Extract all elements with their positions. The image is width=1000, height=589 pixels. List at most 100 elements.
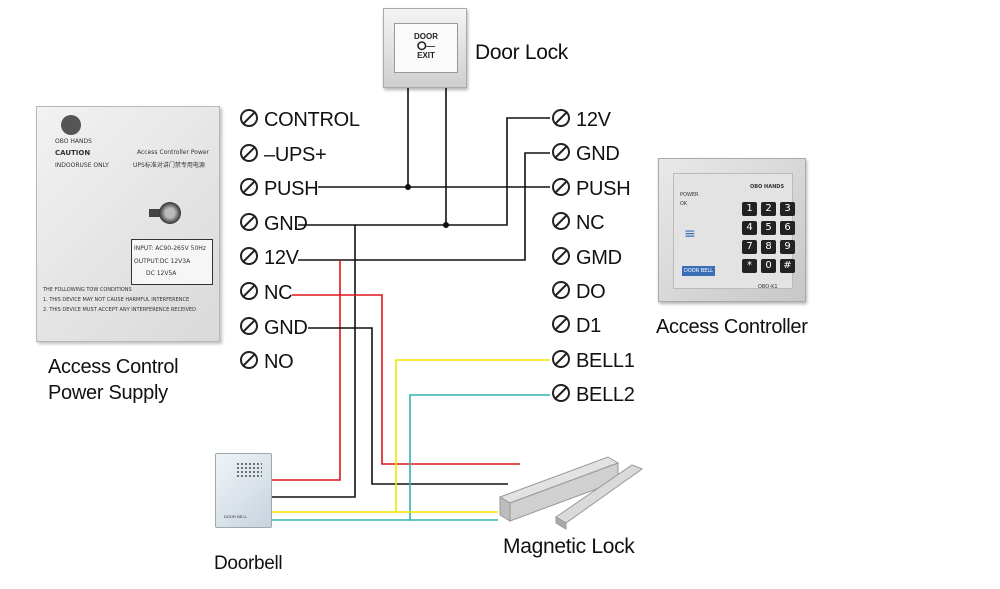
maglock-black-wire	[308, 327, 508, 485]
psu-caution: CAUTION	[55, 149, 91, 157]
access-controller-caption: Access Controller	[656, 316, 808, 338]
controller-terminal: NC	[552, 212, 605, 235]
junction-dot	[405, 184, 411, 190]
psu-terminal-label: PUSH	[264, 178, 319, 200]
controller-terminal-label: PUSH	[576, 178, 631, 200]
controller-terminal: 12V	[552, 109, 611, 132]
psu-note2: 2. THIS DEVICE MUST ACCEPT ANY INTERFERE…	[43, 307, 197, 313]
keypad-key: 4	[742, 221, 757, 235]
psu-terminal: PUSH	[240, 178, 319, 201]
psu-terminal-label: GND	[264, 317, 308, 339]
psu-conditions: THE FOLLOWING TOW CONDITIONS	[43, 287, 132, 293]
psu-terminal: –UPS+	[240, 144, 327, 167]
key-icon: ⭘─	[416, 39, 436, 53]
terminal-screw-icon	[552, 315, 570, 333]
terminal-screw-icon	[240, 213, 258, 231]
controller-terminal: DO	[552, 281, 606, 304]
terminal-screw-icon	[240, 109, 258, 127]
exit-button-face: DOOR ⭘─ EXIT	[394, 23, 458, 73]
psu-terminal-label: 12V	[264, 247, 299, 269]
terminal-screw-icon	[240, 282, 258, 300]
terminal-screw-icon	[240, 178, 258, 196]
terminal-screw-icon	[240, 144, 258, 162]
cyan-wire	[270, 394, 550, 521]
controller-terminal-label: DO	[576, 281, 606, 303]
keypad-key: *	[742, 259, 757, 273]
kp-model: OBO-K1	[758, 284, 778, 290]
terminal-screw-icon	[552, 178, 570, 196]
controller-terminal-label: NC	[576, 212, 605, 234]
doorbell-device: DOOR BELL	[215, 453, 272, 528]
exit-line1: DOOR	[414, 32, 438, 41]
ctl-gnd-wire	[298, 152, 550, 261]
psu-output1: OUTPUT:DC 12V3A	[134, 258, 191, 265]
psu-terminal: GND	[240, 213, 308, 236]
controller-terminal-label: 12V	[576, 109, 611, 131]
psu-terminal: CONTROL	[240, 109, 360, 132]
speaker-grill-icon	[236, 462, 262, 478]
keypad-key: 6	[780, 221, 795, 235]
psu-subtitle: UPS标准对讲门禁专用电源	[133, 162, 205, 169]
power-supply-device: OBO HANDS CAUTION INDOORUSE ONLY Access …	[36, 106, 220, 342]
doorbell-caption: Doorbell	[214, 553, 283, 574]
controller-terminal-label: GMD	[576, 247, 622, 269]
controller-terminal: BELL1	[552, 350, 635, 373]
kp-doorbell-label: DOOR BELL	[682, 266, 715, 276]
terminal-screw-icon	[552, 384, 570, 402]
kp-ok-label: OK	[680, 201, 688, 207]
psu-terminal: GND	[240, 317, 308, 340]
psu-terminal: NO	[240, 351, 294, 374]
keypad-key: 9	[780, 240, 795, 254]
psu-terminal-label: NO	[264, 351, 294, 373]
controller-terminal-label: BELL1	[576, 350, 635, 372]
psu-terminal: 12V	[240, 247, 299, 270]
controller-terminal: GND	[552, 143, 620, 166]
doorbell-red-wire	[270, 260, 341, 481]
doorbell-black-wire	[270, 225, 356, 498]
keypad-key: 2	[761, 202, 776, 216]
psu-input: INPUT: AC90-265V 50Hz	[134, 245, 206, 252]
psu-rating-plate: INPUT: AC90-265V 50Hz OUTPUT:DC 12V3A DC…	[131, 239, 213, 285]
psu-note1: 1. THIS DEVICE MAY NOT CAUSE HARMFUL INT…	[43, 297, 190, 303]
controller-terminal: BELL2	[552, 384, 635, 407]
kp-power-label: POWER	[680, 192, 699, 198]
controller-terminal-label: GND	[576, 143, 620, 165]
keypad-key: #	[780, 259, 795, 273]
rfid-icon: ≡	[684, 226, 696, 242]
keypad-key: 5	[761, 221, 776, 235]
psu-terminal-label: NC	[264, 282, 293, 304]
maglock-red-wire	[292, 294, 520, 465]
gnd-wire	[298, 117, 550, 226]
doorbell-device-text: DOOR BELL	[224, 514, 247, 519]
exit-line2: EXIT	[417, 51, 435, 60]
power-supply-caption-1: Access Control	[48, 356, 179, 378]
psu-output2: DC 12V5A	[146, 270, 177, 277]
key-lock-icon	[159, 202, 181, 224]
psu-terminal-label: –UPS+	[264, 144, 327, 166]
controller-terminal: D1	[552, 315, 601, 338]
psu-brand: OBO HANDS	[55, 138, 92, 145]
door-lock-caption: Door Lock	[475, 41, 569, 64]
kp-brand: OBO HANDS	[750, 184, 785, 190]
power-supply-caption-2: Power Supply	[48, 382, 168, 404]
keypad-key: 7	[742, 240, 757, 254]
controller-terminal: PUSH	[552, 178, 631, 201]
brand-logo-icon	[61, 115, 81, 135]
terminal-screw-icon	[552, 247, 570, 265]
psu-title: Access Controller Power	[137, 149, 210, 156]
controller-terminal: GMD	[552, 247, 622, 270]
psu-indoor: INDOORUSE ONLY	[55, 162, 109, 169]
magnetic-lock-device	[498, 456, 644, 530]
yellow-wire	[270, 359, 550, 513]
terminal-screw-icon	[240, 351, 258, 369]
psu-terminal-label: CONTROL	[264, 109, 360, 131]
psu-terminal-label: GND	[264, 213, 308, 235]
psu-terminal: NC	[240, 282, 293, 305]
keypad-key: 8	[761, 240, 776, 254]
junction-dot	[443, 222, 449, 228]
terminal-screw-icon	[552, 350, 570, 368]
keypad-key: 1	[742, 202, 757, 216]
terminal-screw-icon	[552, 109, 570, 127]
